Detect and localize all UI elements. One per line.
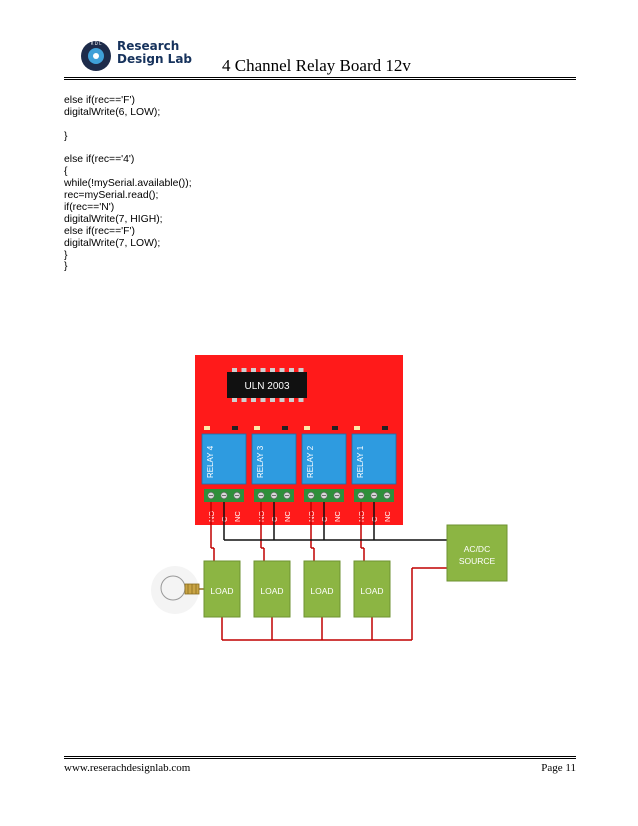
resistor-icon [382,426,388,430]
code-line: } [64,261,68,273]
terminal-label: NC [233,511,242,522]
code-line: digitalWrite(6, LOW); [64,106,161,118]
code-line: else if(rec=='4') [64,154,135,166]
uln2003-chip: ULN 2003 [227,368,307,402]
footer-rule [64,756,576,759]
code-line: rec=mySerial.read(); [64,190,159,202]
resistor-icon [232,426,238,430]
load-3: LOAD [303,560,341,618]
relay-label: RELAY 3 [256,445,265,478]
terminal-label: NC [333,511,342,522]
logo-text: Research Design Lab [117,40,192,66]
header-rule [64,77,576,80]
ic-label: ULN 2003 [244,381,289,392]
code-line: } [64,249,68,261]
led-icon [304,426,310,430]
led-icon [204,426,210,430]
code-block: else if(rec=='F')digitalWrite(6, LOW);}e… [64,95,192,273]
code-line [64,119,192,131]
code-line: { [64,166,68,178]
load-2: LOAD [253,560,291,618]
terminal-label: NC [383,511,392,522]
logo: R D L [81,41,111,71]
logo-line1: Research [117,39,180,53]
code-line: } [64,130,68,142]
ac-dc-source: AC/DC SOURCE [446,524,508,582]
light-bulb-icon [151,566,200,614]
load-label: LOAD [260,586,283,596]
code-line: digitalWrite(7, HIGH); [64,213,163,225]
relay-3: RELAY 3 [251,433,297,485]
source-label-line2: SOURCE [459,556,496,566]
footer-website: www.reserachdesignlab.com [64,762,191,774]
load-label: LOAD [360,586,383,596]
relay-1: RELAY 1 [351,433,397,485]
source-label-line1: AC/DC [464,544,490,554]
load-1: LOAD [203,560,241,618]
code-line [64,143,192,155]
resistor-icon [282,426,288,430]
document-title: 4 Channel Relay Board 12v [222,56,411,75]
code-line: if(rec=='N') [64,202,115,214]
led-icon [354,426,360,430]
terminal-label: NC [283,511,292,522]
relay-label: RELAY 1 [356,445,365,478]
relay-label: RELAY 4 [206,445,215,478]
relay-4: RELAY 4 [201,433,247,485]
load-label: LOAD [210,586,233,596]
load-4: LOAD [353,560,391,618]
relay-label: RELAY 2 [306,445,315,478]
load-label: LOAD [310,586,333,596]
logo-line2: Design Lab [117,52,192,66]
led-icon [254,426,260,430]
code-line: while(!mySerial.available()); [64,178,192,190]
resistor-icon [332,426,338,430]
code-line: digitalWrite(7, LOW); [64,237,161,249]
code-line: else if(rec=='F') [64,95,135,106]
relay-2: RELAY 2 [301,433,347,485]
footer-page-number: Page 11 [541,762,576,774]
code-line: else if(rec=='F') [64,225,135,237]
svg-text:R D L: R D L [91,41,102,46]
